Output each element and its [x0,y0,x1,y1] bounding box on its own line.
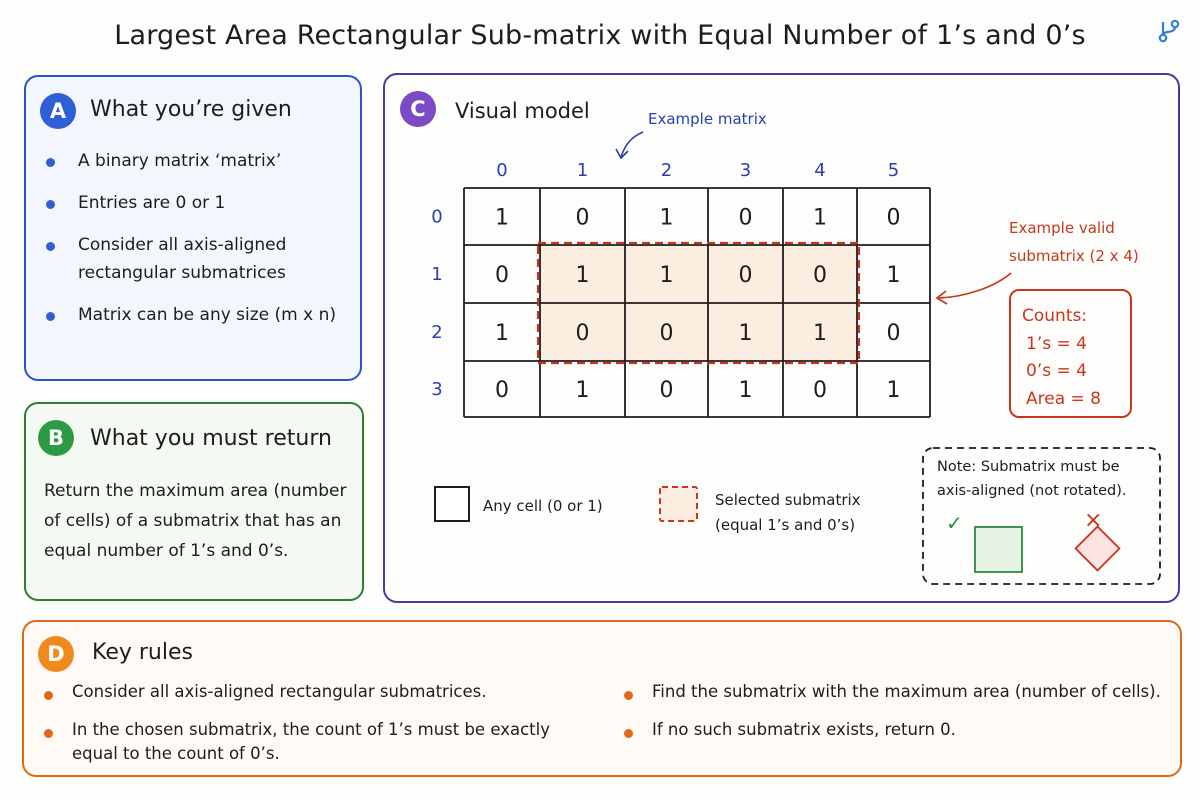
count-area: Area = 8 [1026,389,1101,409]
bullet-icon [46,242,55,251]
matrix-cell: 1 [576,378,590,403]
matrix-cell: 1 [495,321,509,346]
given-list: A binary matrix ‘matrix’ Entries are 0 o… [46,147,346,343]
matrix-cell: 1 [739,321,753,346]
legend-selected-label-2: (equal 1’s and 0’s) [715,516,855,534]
panel-given: A What you’re given A binary matrix ‘mat… [24,75,362,381]
badge-c: C [400,91,436,127]
bullet-icon [46,158,55,167]
arrow-icon [620,131,644,158]
row-header: 3 [431,379,442,400]
panel-b-title: What you must return [90,426,332,451]
legend-any-cell-label: Any cell (0 or 1) [483,497,603,515]
example-matrix-label: Example matrix [648,110,767,128]
col-header: 1 [577,160,588,181]
counts-box [1009,289,1132,418]
badge-b: B [38,420,74,456]
matrix-cell: 1 [495,206,509,231]
panel-d-title: Key rules [92,640,193,665]
col-header: 0 [496,160,507,181]
panel-return: B What you must return Return the maximu… [24,402,364,601]
page-title: Largest Area Rectangular Sub-matrix with… [114,20,1086,51]
matrix-cell: 0 [887,321,901,346]
matrix-cell: 1 [887,378,901,403]
list-item: Entries are 0 or 1 [46,189,346,217]
matrix-cell: 0 [576,206,590,231]
list-item: If no such submatrix exists, return 0. [624,718,1164,742]
row-header: 0 [431,207,442,228]
bullet-icon [624,691,633,700]
list-item: Consider all axis-aligned rectangular su… [44,680,584,704]
bullet-icon [46,312,55,321]
matrix-cell: 0 [495,263,509,288]
row-header: 2 [431,322,442,343]
matrix-cell: 0 [660,378,674,403]
matrix-cell: 0 [813,263,827,288]
list-item: In the chosen submatrix, the count of 1’… [44,718,584,766]
legend-selected-swatch [659,486,698,522]
matrix-cell: 1 [576,263,590,288]
matrix-cell: 1 [739,378,753,403]
list-item: A binary matrix ‘matrix’ [46,147,346,175]
axis-aligned-square [974,526,1023,573]
badge-d: D [38,636,74,672]
matrix-diagram: 0 1 2 3 4 5 0 1 2 3 1 0 1 0 1 0 0 1 1 0 0 1 1 0 0 1 1 0 0 1 0 1 0 1 Examp… [431,110,1161,585]
count-zeros: 0’s = 4 [1026,361,1087,381]
list-item: Consider all axis-aligned rectangular su… [46,231,346,287]
matrix-cell: 0 [660,321,674,346]
matrix-cell: 1 [887,263,901,288]
col-header: 4 [814,160,825,181]
note-line-1: Note: Submatrix must be [937,459,1120,475]
col-header: 2 [661,160,672,181]
matrix-cell: 1 [813,206,827,231]
matrix-cell: 0 [576,321,590,346]
panel-key-rules: D Key rules Consider all axis-aligned re… [22,620,1182,777]
col-header: 3 [740,160,751,181]
check-icon: ✓ [946,511,963,535]
rules-list-right: Find the submatrix with the maximum area… [624,680,1164,756]
panel-a-title: What you’re given [90,97,292,122]
valid-label-line1: Example valid [1009,219,1115,237]
selected-submatrix-outline [536,241,861,365]
matrix-cell: 0 [495,378,509,403]
return-description: Return the maximum area (number of cells… [44,481,347,561]
list-item: Find the submatrix with the maximum area… [624,680,1164,704]
bullet-icon [44,729,53,738]
col-header: 5 [888,160,899,181]
list-item: Matrix can be any size (m x n) [46,301,346,329]
note-line-2: axis-aligned (not rotated). [937,483,1127,499]
counts-heading: Counts: [1022,306,1087,326]
badge-a: A [40,93,76,129]
rotated-square [1074,525,1121,572]
matrix-cell: 0 [887,206,901,231]
arrow-icon [938,272,1012,299]
rules-list-left: Consider all axis-aligned rectangular su… [44,680,584,780]
bullet-icon [624,729,633,738]
legend-selected-label-1: Selected submatrix [715,491,861,509]
bullet-icon [44,691,53,700]
matrix-cell: 1 [813,321,827,346]
matrix-cell: 1 [660,206,674,231]
row-header: 1 [431,264,442,285]
matrix-cell: 0 [739,206,753,231]
legend-any-cell-swatch [434,486,470,522]
matrix-cell: 0 [739,263,753,288]
matrix-cell: 0 [813,378,827,403]
valid-label-line2: submatrix (2 x 4) [1009,247,1139,265]
branch-icon[interactable] [1154,16,1184,46]
bullet-icon [46,200,55,209]
matrix-cell: 1 [660,263,674,288]
count-ones: 1’s = 4 [1026,334,1087,354]
panel-c-title: Visual model [455,99,590,123]
